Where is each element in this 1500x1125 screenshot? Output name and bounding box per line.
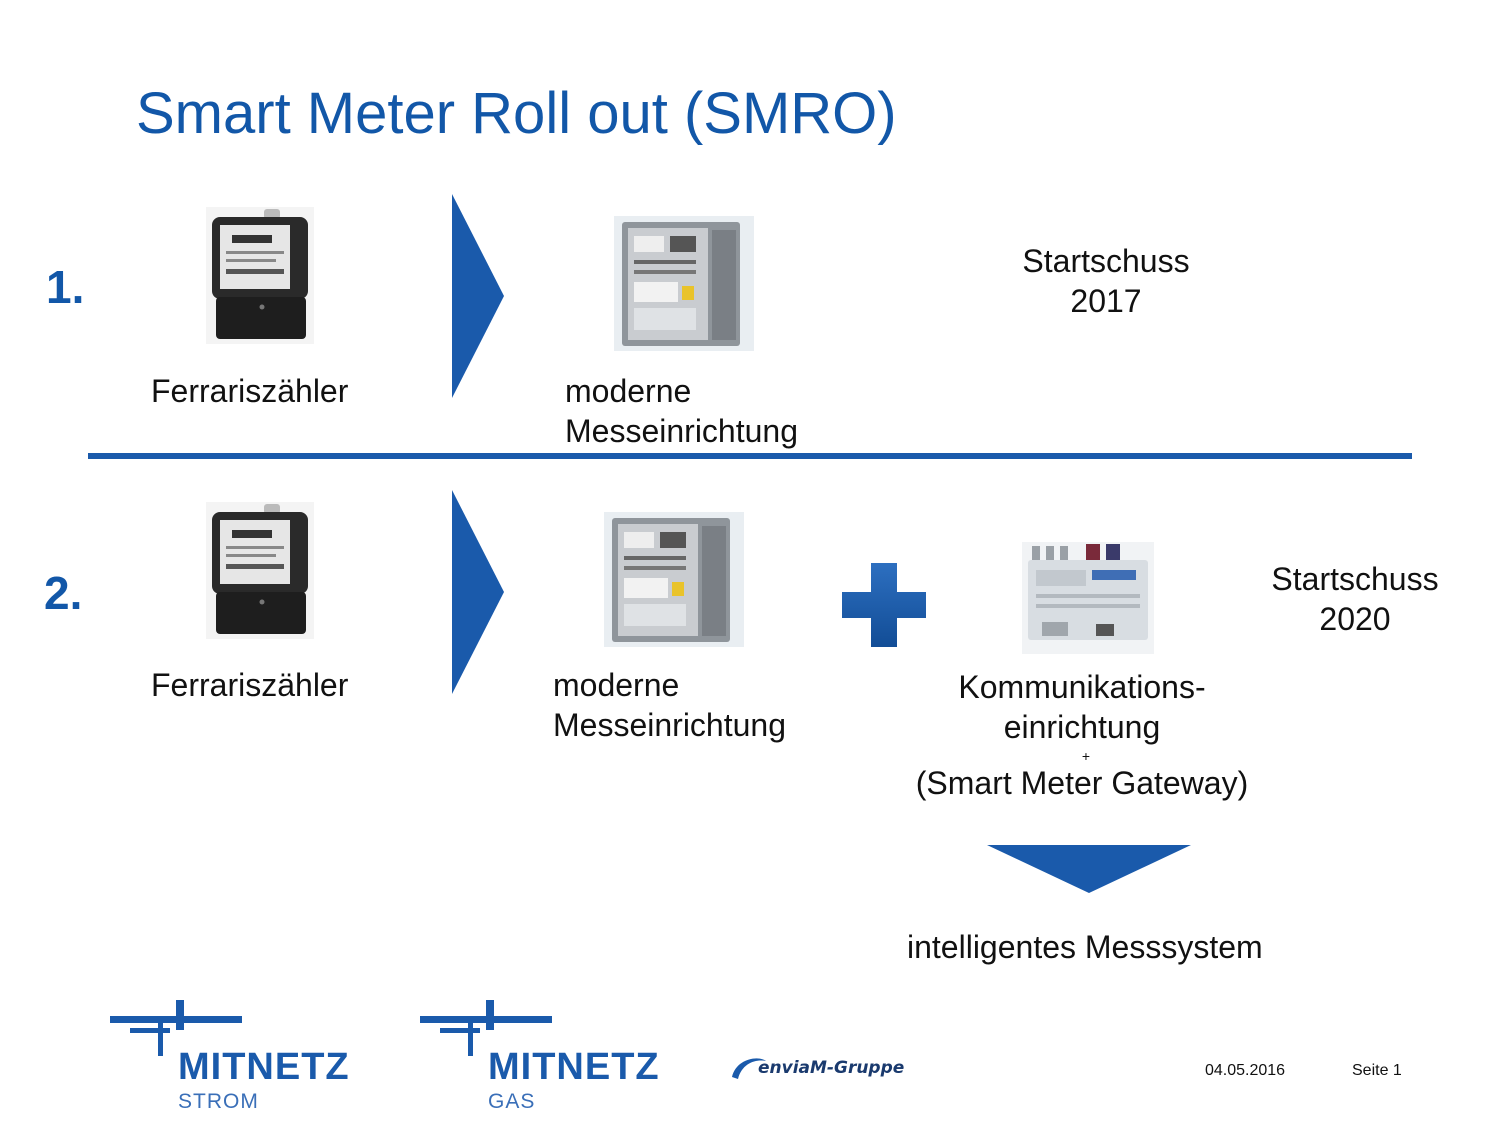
- ferraris-label: Ferrariszähler: [151, 667, 349, 703]
- arrow-right-icon: [452, 194, 504, 398]
- page-number: Seite 1: [1352, 1062, 1402, 1079]
- modern-meter-image: [604, 512, 744, 647]
- mitnetz-strom-logo: MITNETZ STROM: [110, 996, 380, 1116]
- comm-label-line2: einrichtung: [1003, 709, 1161, 745]
- mitnetz-emblem-icon: [110, 1000, 242, 1056]
- page-title: Smart Meter Roll out (SMRO): [136, 81, 897, 146]
- mitnetz-emblem-icon: [420, 1000, 552, 1056]
- group-logo-text: enviaM-Gruppe: [758, 1058, 905, 1078]
- row-number-1: 1.: [46, 261, 85, 313]
- logo2-sub: GAS: [488, 1090, 536, 1113]
- plus-icon: [842, 563, 926, 647]
- arrow-down-icon: [987, 845, 1191, 893]
- comm-label-line3: (Smart Meter Gateway): [915, 765, 1249, 801]
- mitnetz-gas-logo: MITNETZ GAS: [420, 996, 690, 1116]
- start-2020-line2: 2020: [1319, 601, 1391, 637]
- smart-meter-gateway-image: [1022, 542, 1154, 654]
- start-2020-line1: Startschuss: [1271, 561, 1439, 597]
- logo2-name: MITNETZ: [488, 1046, 660, 1088]
- logo1-name: MITNETZ: [178, 1046, 350, 1088]
- start-2017-line1: Startschuss: [1022, 243, 1190, 279]
- start-2017-line2: 2017: [1070, 283, 1142, 319]
- ferraris-label: Ferrariszähler: [151, 373, 349, 409]
- ferraris-meter-image: [206, 502, 314, 639]
- slide-date: 04.05.2016: [1205, 1062, 1286, 1079]
- enviam-gruppe-logo: enviaM-Gruppe: [728, 1050, 904, 1086]
- modern-meter-label-line2: Messeinrichtung: [553, 707, 786, 743]
- logo1-sub: STROM: [178, 1090, 259, 1113]
- row-number-2: 2.: [44, 567, 83, 619]
- communication-device-label: Kommunikations- einrichtung + (Smart Met…: [900, 667, 1264, 803]
- modern-meter-label-line2: Messeinrichtung: [565, 413, 798, 449]
- intelligent-metering-system-label: intelligentes Messsystem: [907, 929, 1263, 965]
- modern-meter-label: moderne Messeinrichtung: [553, 665, 786, 745]
- comm-label-plus: +: [1081, 748, 1091, 764]
- ferraris-meter-image: [206, 207, 314, 344]
- section-divider: [88, 453, 1412, 459]
- start-2017: Startschuss 2017: [1006, 241, 1206, 321]
- comm-label-line1: Kommunikations-: [958, 669, 1206, 705]
- modern-meter-image: [614, 216, 754, 351]
- arrow-right-icon: [452, 490, 504, 694]
- enviam-swoosh-icon: [732, 1058, 766, 1079]
- modern-meter-label-line1: moderne: [553, 667, 680, 703]
- start-2020: Startschuss 2020: [1255, 559, 1455, 639]
- modern-meter-label-line1: moderne: [565, 373, 692, 409]
- modern-meter-label: moderne Messeinrichtung: [565, 371, 798, 451]
